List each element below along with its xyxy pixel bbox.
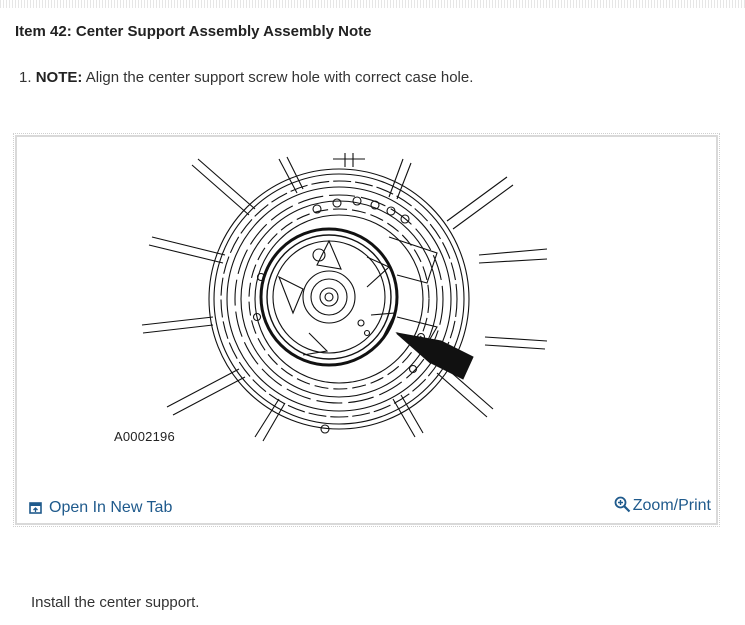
- item-heading: Item 42: Center Support Assembly Assembl…: [15, 23, 372, 40]
- open-link-label: Open In New Tab: [49, 499, 173, 516]
- instruction-text: Install the center support.: [31, 594, 200, 611]
- zoom-magnifier-icon: [614, 496, 631, 512]
- zoom-print-link[interactable]: Zoom/Print: [614, 496, 711, 515]
- note-text: Align the center support screw hole with…: [85, 69, 474, 86]
- note-label: NOTE:: [35, 69, 83, 86]
- open-new-tab-icon: [29, 502, 42, 514]
- figure-container: A0002196 Open In New Tab Zoom/Print: [13, 133, 720, 527]
- top-divider: [0, 0, 745, 8]
- pointer-arrow: [395, 332, 474, 380]
- case-ribs: [141, 153, 548, 442]
- step-number: 1.: [19, 69, 32, 86]
- figure-id-label: A0002196: [114, 429, 175, 444]
- step-note: 1. NOTE: Align the center support screw …: [19, 69, 473, 86]
- center-support-diagram: [141, 153, 548, 442]
- bolt-holes: [252, 196, 426, 434]
- figure-footer: Open In New Tab Zoom/Print: [17, 493, 716, 523]
- zoom-link-label: Zoom/Print: [632, 497, 711, 514]
- open-in-new-tab-link[interactable]: Open In New Tab: [29, 499, 172, 517]
